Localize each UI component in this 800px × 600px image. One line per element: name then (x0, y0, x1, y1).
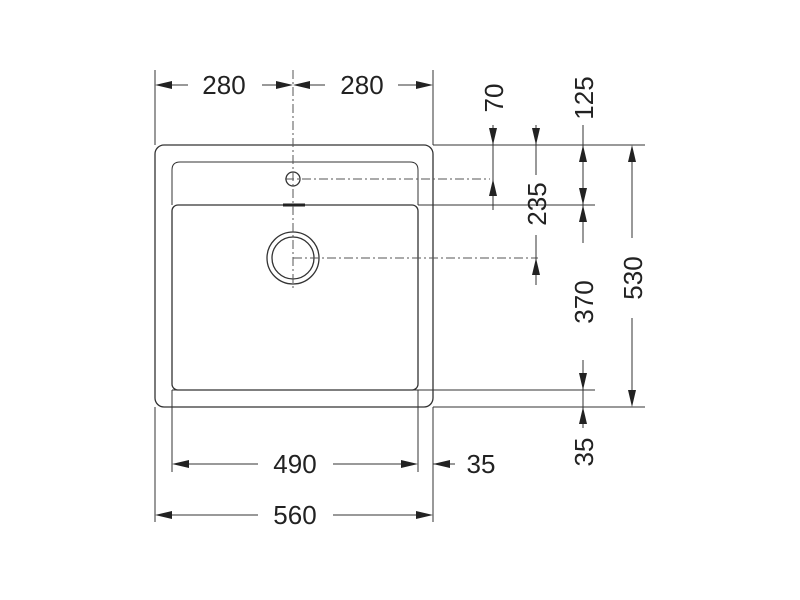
dim-label-top-left: 280 (202, 70, 245, 100)
dim-chain-125-370-35 (579, 125, 587, 428)
dim-label-35-vertical: 35 (569, 438, 599, 467)
dim-label-490: 490 (273, 449, 316, 479)
dim-top-right-280 (293, 81, 433, 89)
dim-label-70: 70 (479, 84, 509, 113)
dim-top-left-280 (155, 81, 293, 89)
dim-label-560: 560 (273, 500, 316, 530)
dim-overall-width-560 (155, 511, 433, 519)
dim-tap-hole-70 (489, 125, 497, 210)
dim-bowl-width-490 (172, 460, 418, 468)
dim-overall-depth-530 (628, 145, 636, 407)
drainboard-inner-outline (171, 161, 419, 205)
dim-label-530: 530 (618, 256, 648, 299)
dim-label-top-right: 280 (340, 70, 383, 100)
dim-label-35-horizontal: 35 (467, 449, 496, 479)
sink-outer-outline (154, 144, 434, 408)
bowl-outline (171, 204, 419, 391)
dim-label-125: 125 (569, 76, 599, 119)
dim-drain-235 (532, 125, 540, 285)
dim-label-370: 370 (569, 280, 599, 323)
dim-label-235: 235 (522, 182, 552, 225)
dim-side-rim-35 (433, 460, 455, 468)
